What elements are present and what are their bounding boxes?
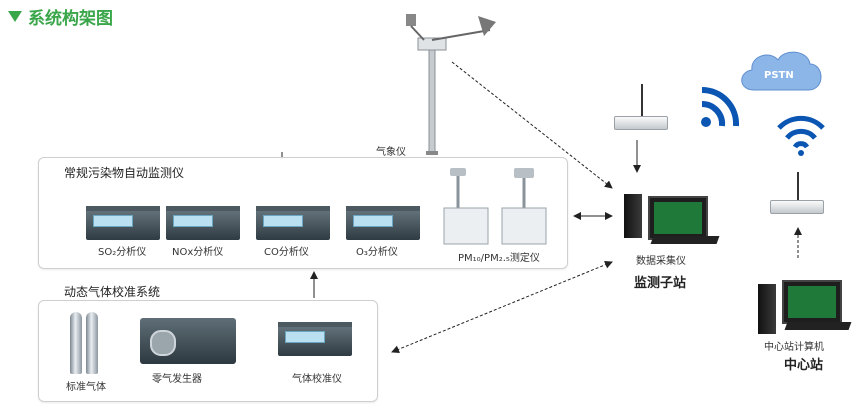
page-title: 系统构架图 [8,4,113,29]
calib-to-substation-line [391,260,613,354]
center-pc-tower [758,284,776,334]
pstn-cloud-icon [741,51,822,91]
substation-name: 监测子站 [634,276,687,291]
gauge-icon [150,330,176,356]
pstn-label: PSTN [764,70,794,81]
standard-gas-label: 标准气体 [66,382,106,393]
gas-cylinder-2 [86,312,98,374]
nox-analyzer-device [166,206,240,240]
gas-calibrator-label: 气体校准仪 [292,374,342,385]
title-text: 系统构架图 [28,9,113,29]
substation-keyboard-icon [650,236,720,244]
gas-cylinder-1 [70,312,82,374]
substation-pc-monitor [648,196,708,240]
calib-panel-title: 动态气体校准系统 [64,285,161,299]
weather-station-label: 气象仪 [376,147,406,158]
so2-analyzer-device [86,206,160,240]
center-pc-monitor [782,280,842,324]
center-station-name: 中心站 [784,358,824,373]
pm-sampler-icons [443,168,547,245]
co-analyzer-device [256,206,330,240]
weather-to-substation-line [451,61,613,189]
o3-analyzer-label: O₃分析仪 [356,247,398,258]
center-keyboard-icon [784,322,852,330]
weather-station-icon [406,14,496,155]
center-antenna-icon [797,172,799,200]
zero-gas-generator [140,318,236,364]
nox-analyzer-label: NOx分析仪 [172,247,224,258]
center-pc-label: 中心站计算机 [764,342,824,353]
substation-router [614,116,668,130]
pm-sampler-label: PM₁₀/PM₂.₅测定仪 [458,253,540,264]
triangle-down-icon [8,11,22,22]
monitor-panel-title: 常规污染物自动监测仪 [64,166,185,180]
wifi-signal-icon [701,86,740,127]
wifi-icon [777,115,825,156]
gas-calibrator-device [278,322,352,356]
zero-gas-label: 零气发生器 [152,374,202,385]
co-analyzer-label: CO分析仪 [264,247,309,258]
substation-pc-tower [624,194,642,238]
center-router [770,200,824,214]
substation-antenna-icon [641,84,643,116]
so2-analyzer-label: SO₂分析仪 [98,247,147,258]
substation-pc-label: 数据采集仪 [636,256,686,267]
o3-analyzer-device [346,206,420,240]
weather-station [400,10,510,160]
